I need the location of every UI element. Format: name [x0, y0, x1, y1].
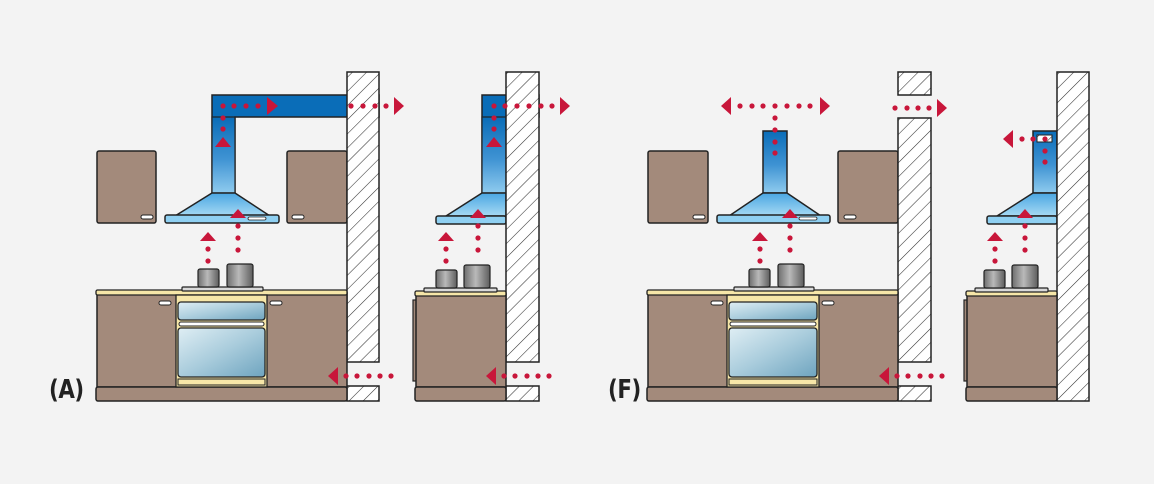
pot-small — [748, 268, 771, 288]
base-cabinet — [966, 293, 1058, 388]
airflow-up-arrow — [1017, 209, 1033, 253]
cabinet-handle — [269, 300, 283, 306]
airflow-recirculation-arrow — [1003, 130, 1048, 165]
wall — [897, 117, 932, 363]
wall-base — [346, 385, 380, 402]
wall-base — [897, 385, 932, 402]
airflow-up-arrow — [470, 209, 486, 253]
cabinet-handle — [821, 300, 835, 306]
plinth — [95, 386, 348, 402]
airflow-up-arrow — [752, 232, 768, 264]
airflow-out-arrow — [348, 97, 404, 115]
airflow-duct-arrow — [215, 97, 278, 147]
hood-canopy — [172, 192, 273, 217]
wall — [1056, 71, 1090, 402]
panel-label-f: (F) — [608, 375, 641, 405]
hob — [423, 287, 498, 293]
airflow-in-arrow — [486, 367, 552, 385]
wall-base — [505, 385, 540, 402]
hood-canopy — [726, 192, 824, 217]
pot-small — [197, 268, 220, 288]
cabinet-handle — [140, 214, 154, 220]
plinth — [414, 386, 507, 402]
panel-label-a: (A) — [49, 375, 84, 405]
hob — [181, 286, 264, 292]
oven — [175, 294, 268, 388]
plinth — [646, 386, 899, 402]
cabinet-handle — [843, 214, 857, 220]
cabinet-handle — [291, 214, 305, 220]
cabinet-handle — [710, 300, 724, 306]
hood-light — [798, 216, 818, 221]
airflow-up-arrow — [230, 209, 246, 253]
hood-light — [247, 216, 267, 221]
airflow-out-arrow — [892, 99, 947, 117]
airflow-recirculation-arrow — [721, 97, 830, 156]
hob — [733, 286, 815, 292]
cabinet-handle — [158, 300, 172, 306]
airflow-up-arrow — [200, 232, 216, 264]
wall-top — [897, 71, 932, 96]
plinth — [965, 386, 1058, 402]
wall-cabinet-right — [837, 150, 899, 224]
pot-large — [463, 264, 491, 289]
airflow-duct-arrow — [486, 97, 570, 147]
panel-f — [646, 71, 932, 402]
wall — [346, 71, 380, 363]
hood-chimney — [481, 116, 507, 194]
pot-small — [983, 269, 1006, 289]
oven — [726, 294, 820, 388]
airflow-up-arrow — [438, 232, 454, 264]
airflow-in-arrow — [328, 367, 394, 385]
airflow-arrows — [200, 97, 1048, 385]
pot-large — [226, 263, 254, 288]
airflow-in-arrow — [879, 367, 945, 385]
wall — [505, 71, 540, 363]
wall-cabinet-left — [647, 150, 709, 224]
airflow-up-arrow — [987, 232, 1003, 264]
hob — [974, 287, 1049, 293]
pot-large — [777, 263, 805, 288]
panel-f-side — [963, 71, 1090, 402]
wall-cabinet-right — [286, 150, 348, 224]
airflow-up-arrow — [782, 209, 798, 253]
wall-cabinet-left — [96, 150, 157, 224]
pot-small — [435, 269, 458, 289]
cabinet-handle — [692, 214, 706, 220]
pot-large — [1011, 264, 1039, 289]
